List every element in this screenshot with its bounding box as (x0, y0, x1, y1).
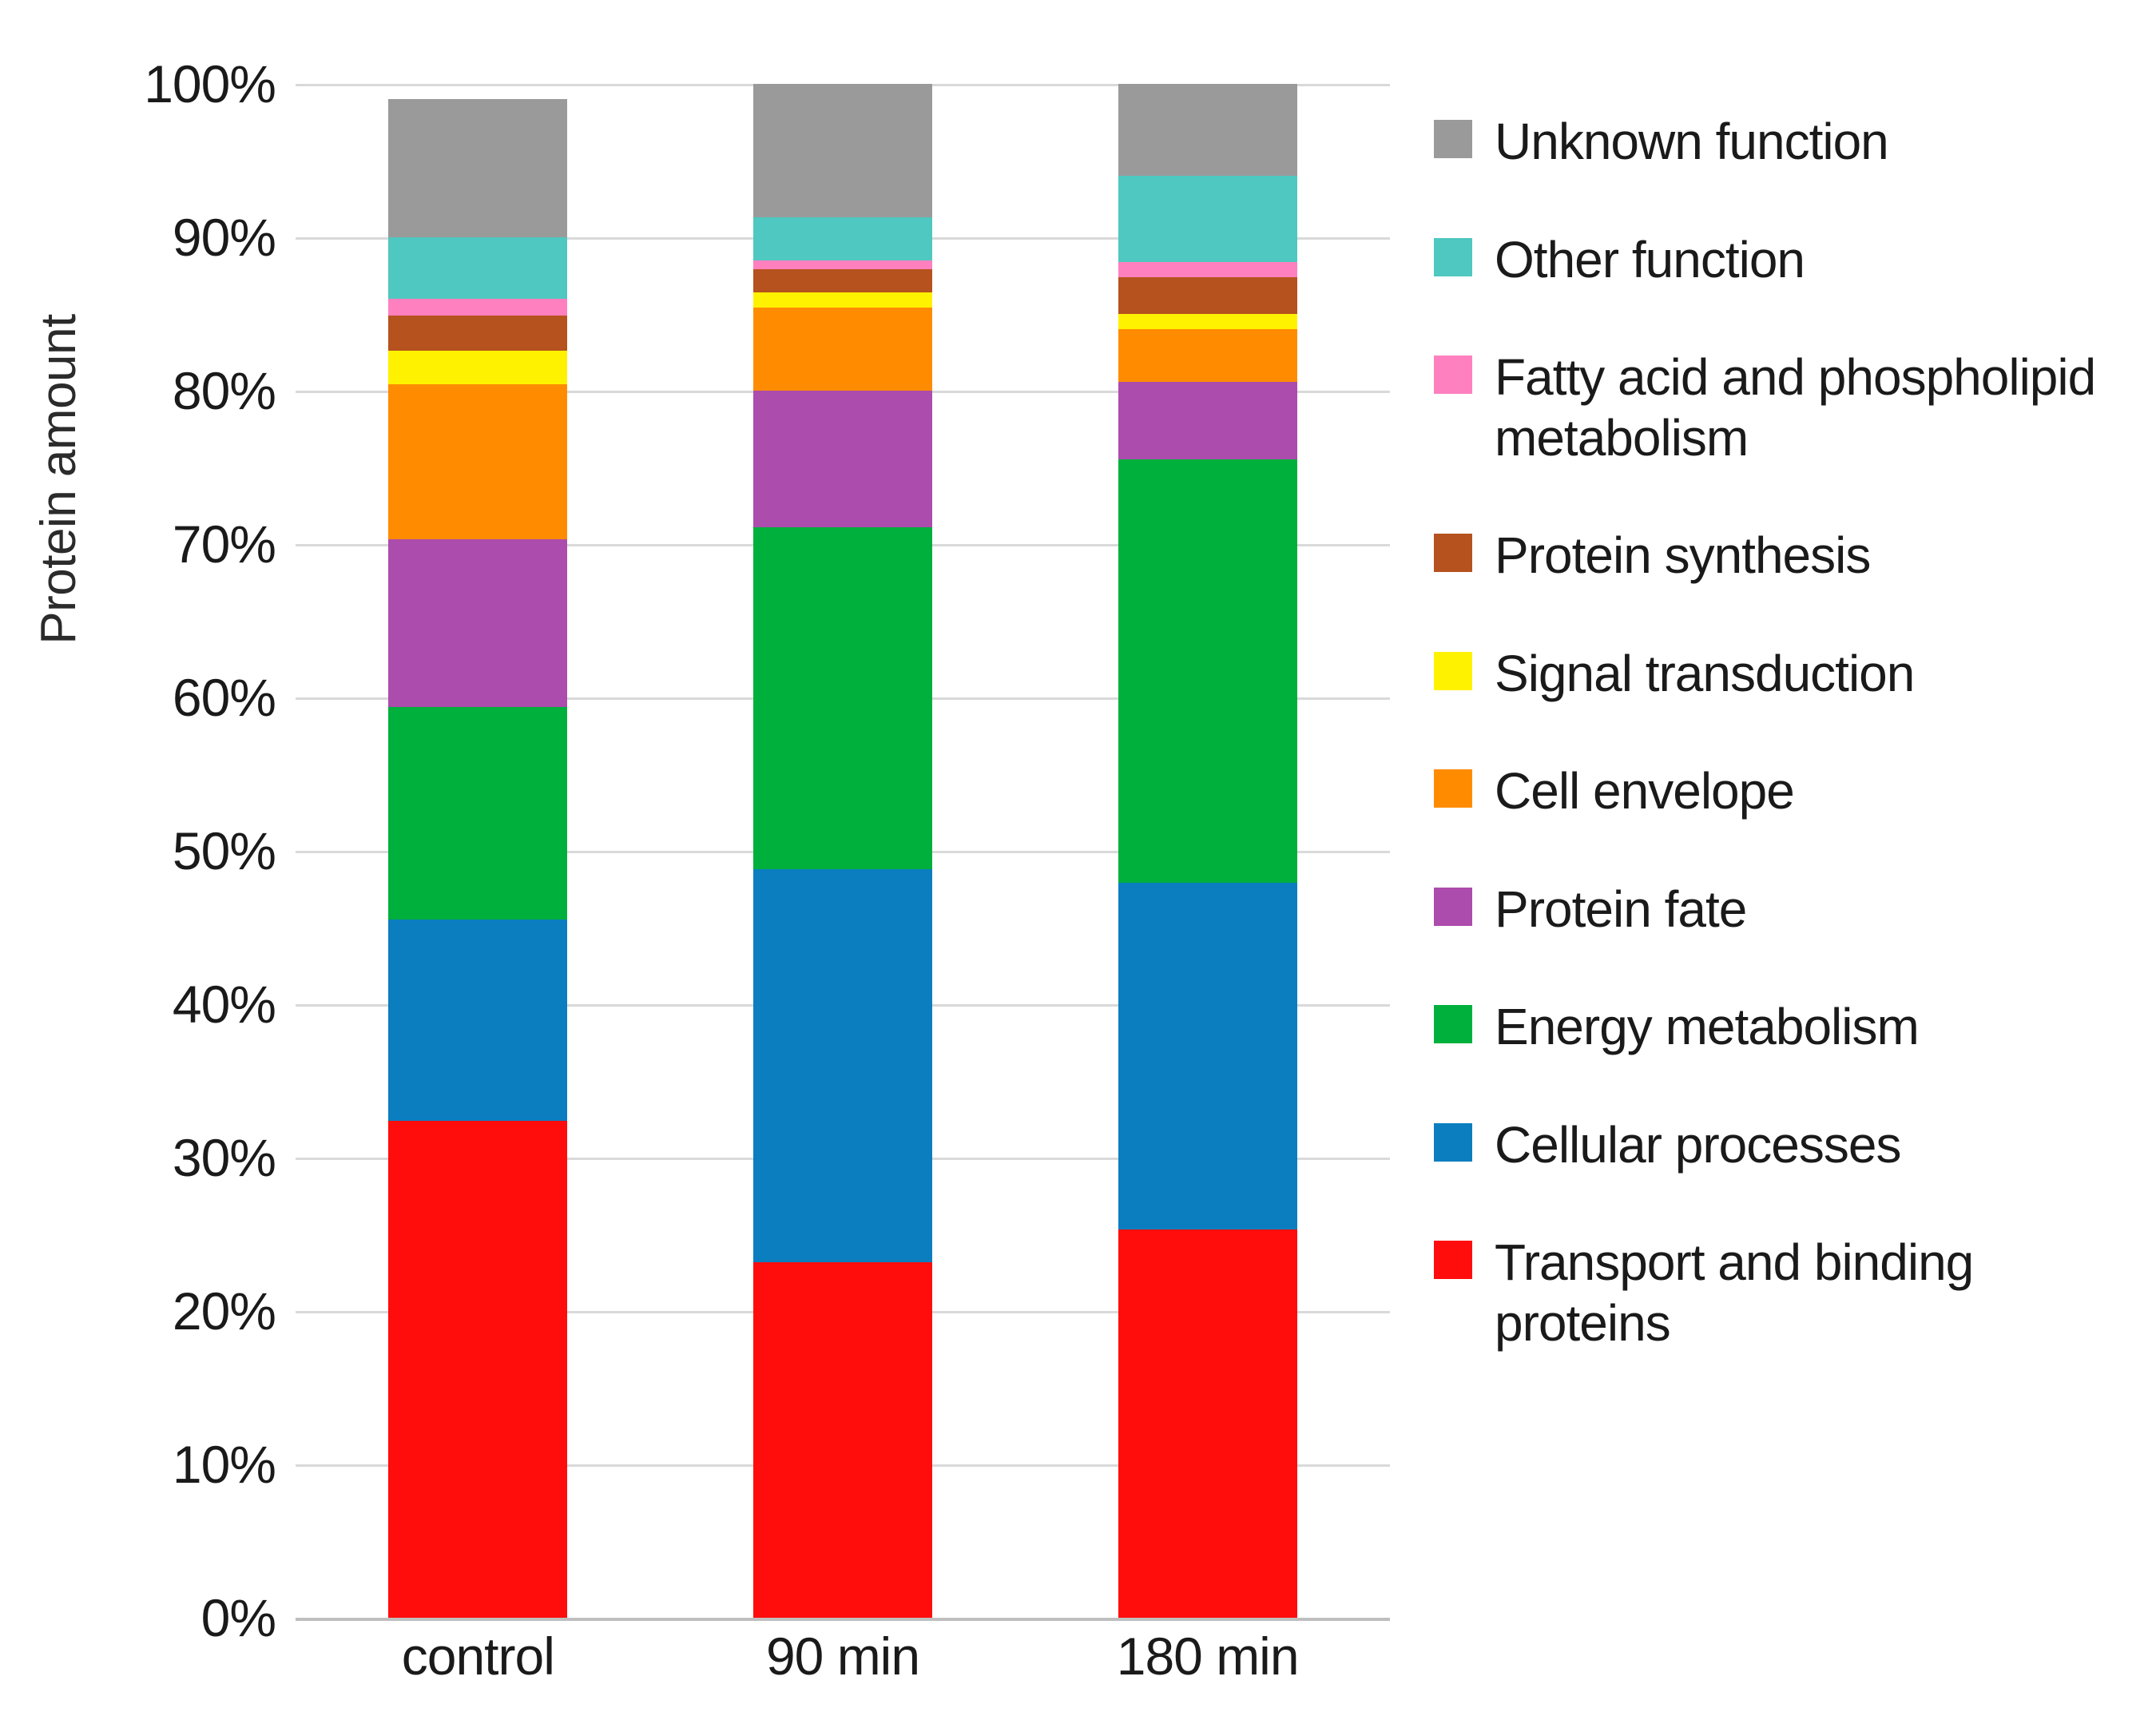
legend-item-label: Transport and binding proteins (1495, 1233, 1974, 1352)
legend-swatch-icon (1434, 356, 1472, 395)
legend-item-label: Protein synthesis (1495, 526, 1871, 585)
gridline (296, 1618, 1390, 1621)
legend-item[interactable]: Fatty acid and phospholipid metabolism (1434, 348, 2137, 468)
legend-item-label: Protein fate (1495, 880, 1747, 938)
bar-segment (388, 706, 568, 920)
legend-item-label: Cellular processes (1495, 1115, 1901, 1174)
legend-item-label: Fatty acid and phospholipid metabolism (1495, 348, 2096, 467)
bar-segment (1118, 381, 1297, 460)
legend-item[interactable]: Energy metabolism (1434, 997, 2137, 1058)
bar-segment (753, 292, 932, 308)
legend-item-label: Unknown function (1495, 113, 1889, 170)
bar-segment (753, 84, 932, 218)
y-tick-label: 0% (201, 1588, 276, 1647)
x-tick-label: control (401, 1627, 555, 1686)
legend-swatch-icon (1434, 887, 1472, 926)
bar-segment (1118, 84, 1297, 177)
bar-segment (753, 526, 932, 870)
bar-segment (388, 920, 568, 1121)
y-tick-label: 100% (144, 54, 276, 113)
legend-item[interactable]: Unknown function (1434, 112, 2137, 173)
bar-segment (388, 1120, 568, 1618)
bar-segment (1118, 329, 1297, 382)
legend-swatch-icon (1434, 1241, 1472, 1280)
legend-item-label: Signal transduction (1495, 644, 1915, 702)
y-tick-label: 50% (172, 821, 276, 880)
bar-segment (1118, 459, 1297, 884)
legend-swatch-icon (1434, 534, 1472, 573)
bar-segment (753, 260, 932, 270)
bar-90-min (753, 84, 932, 1618)
y-tick-label: 20% (172, 1281, 276, 1341)
x-tick-label: 180 min (1116, 1627, 1300, 1686)
y-tick-label: 60% (172, 668, 276, 727)
bar-segment (753, 217, 932, 260)
bar-segment (753, 308, 932, 391)
legend-item[interactable]: Protein fate (1434, 880, 2137, 940)
legend-item[interactable]: Transport and binding proteins (1434, 1233, 2137, 1353)
y-axis-title: Protein amount (31, 314, 86, 645)
bar-segment (388, 237, 568, 299)
y-tick-label: 30% (172, 1128, 276, 1187)
legend-swatch-icon (1434, 769, 1472, 808)
legend-item[interactable]: Protein synthesis (1434, 526, 2137, 586)
y-tick-label: 90% (172, 208, 276, 267)
bar-segment (388, 99, 568, 238)
bar-segment (388, 298, 568, 316)
bar-segment (1118, 883, 1297, 1230)
bar-segment (1118, 314, 1297, 330)
bar-control (388, 84, 568, 1618)
bar-segment (753, 869, 932, 1262)
y-tick-label: 80% (172, 361, 276, 420)
y-tick-label: 70% (172, 514, 276, 574)
bar-180-min (1118, 84, 1297, 1618)
y-tick-label: 10% (172, 1435, 276, 1494)
bar-segment (388, 351, 568, 385)
legend-swatch-icon (1434, 651, 1472, 690)
legend-item-label: Other function (1495, 230, 1805, 288)
bar-segment (1118, 261, 1297, 277)
legend-item[interactable]: Other function (1434, 230, 2137, 291)
legend-swatch-icon (1434, 1005, 1472, 1044)
legend-item-label: Energy metabolism (1495, 998, 1920, 1056)
x-tick-label: 90 min (765, 1627, 920, 1686)
plot-area (296, 84, 1390, 1621)
bar-segment (1118, 1229, 1297, 1618)
bar-segment (1118, 176, 1297, 262)
bar-segment (1118, 277, 1297, 315)
legend-item[interactable]: Cellular processes (1434, 1115, 2137, 1176)
bar-segment (753, 269, 932, 293)
bar-segment (388, 315, 568, 352)
legend-item-label: Cell envelope (1495, 762, 1795, 820)
legend-item[interactable]: Cell envelope (1434, 761, 2137, 822)
bar-segment (388, 539, 568, 707)
y-tick-label: 40% (172, 975, 276, 1034)
legend-swatch-icon (1434, 1122, 1472, 1162)
bar-segment (388, 384, 568, 540)
bar-segment (753, 1261, 932, 1618)
bar-segment (753, 391, 932, 527)
legend-swatch-icon (1434, 237, 1472, 276)
legend-item[interactable]: Signal transduction (1434, 644, 2137, 705)
legend-swatch-icon (1434, 120, 1472, 158)
